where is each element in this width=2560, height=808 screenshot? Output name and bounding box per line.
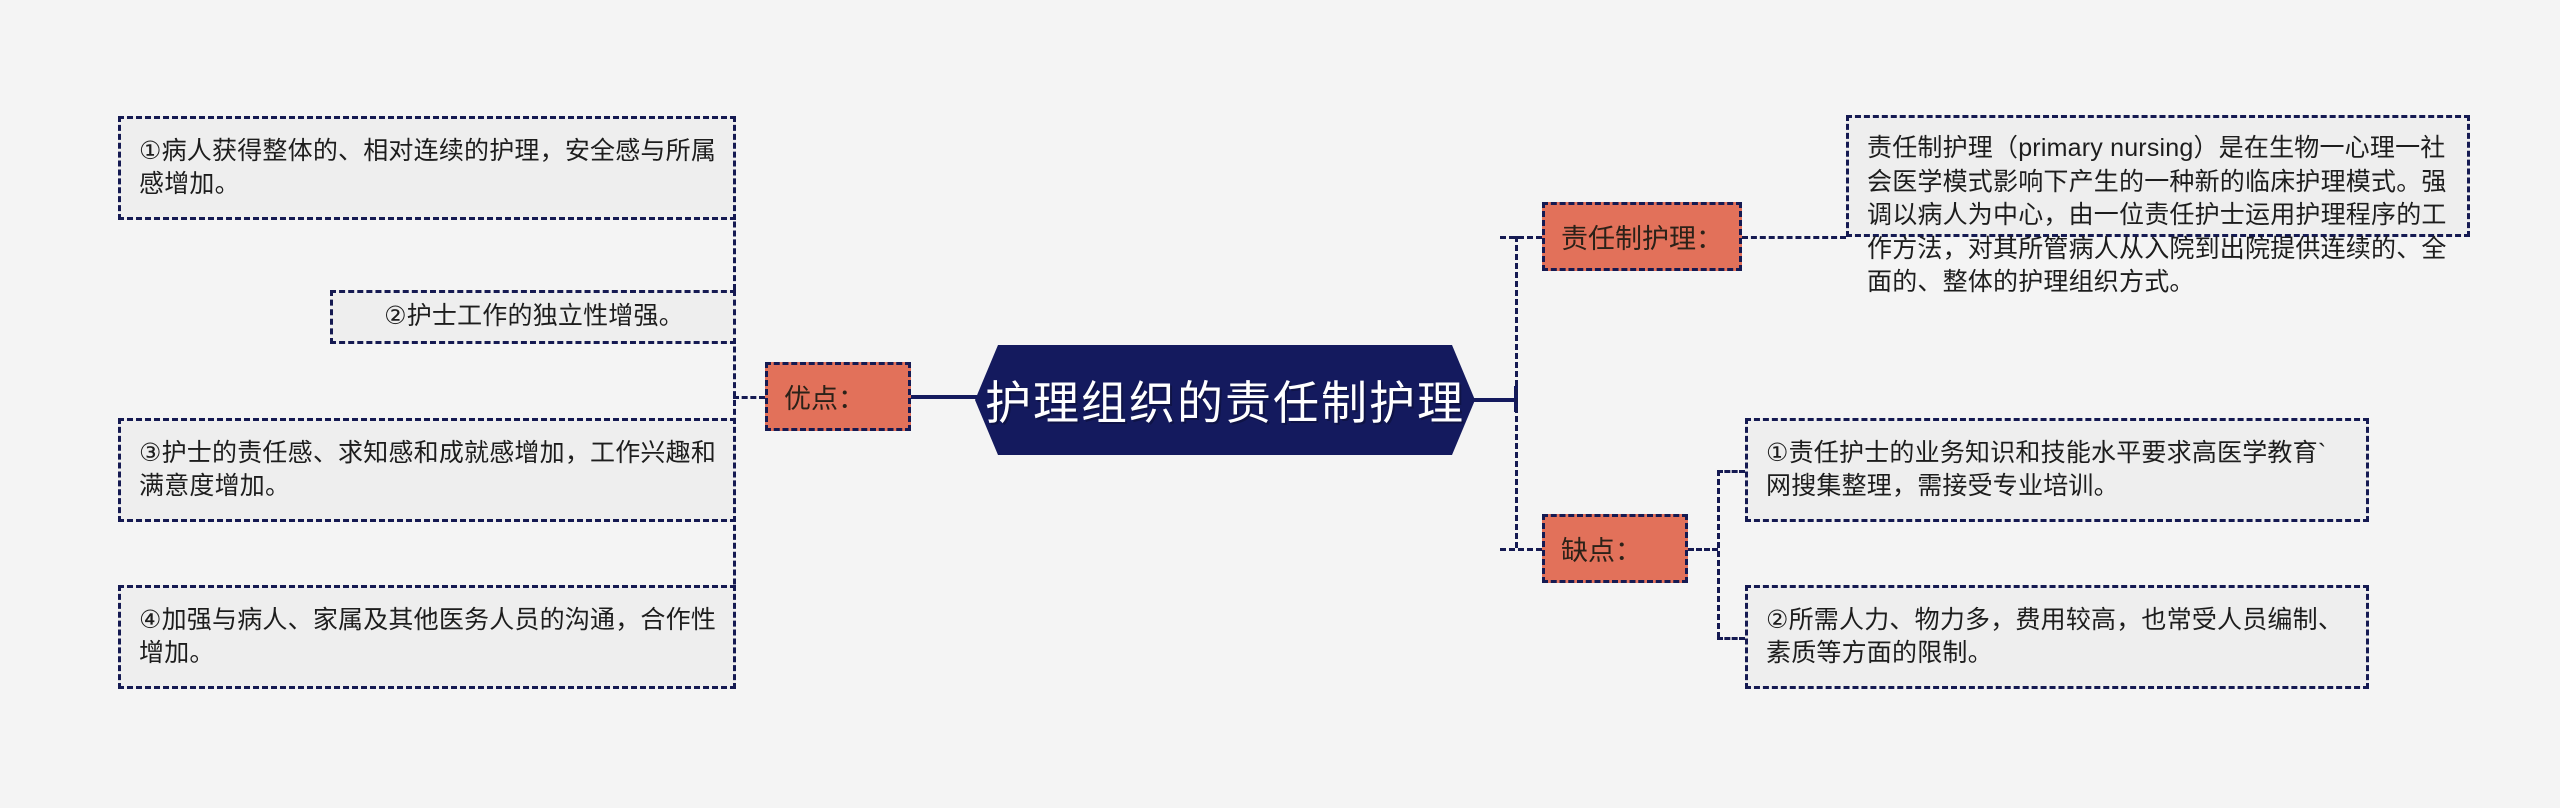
center-node[interactable]: 护理组织的责任制护理: [975, 345, 1475, 455]
category-definition[interactable]: 责任制护理：: [1542, 202, 1742, 271]
leaf-advantage-4: ④加强与病人、家属及其他医务人员的沟通，合作性增加。: [118, 585, 736, 689]
drawbacks-stub-1: [1717, 470, 1745, 473]
drawbacks-stub-2: [1717, 637, 1745, 640]
category-definition-label: 责任制护理：: [1561, 224, 1723, 254]
page-title: 护理组织的责任制护理: [985, 377, 1465, 429]
leaf-advantage-1-text: ①病人获得整体的、相对连续的护理，安全感与所属感增加。: [139, 136, 717, 199]
category-advantages[interactable]: 优点：: [765, 362, 911, 431]
right-center-connector: [1468, 398, 1518, 402]
leaf-drawback-2-text: ②所需人力、物力多，费用较高，也常受人员编制、素质等方面的限制。: [1766, 605, 2344, 668]
leaf-drawback-1: ①责任护士的业务知识和技能水平要求高医学教育`网搜集整理，需接受专业培训。: [1745, 418, 2369, 522]
leaf-advantage-4-text: ④加强与病人、家属及其他医务人员的沟通，合作性增加。: [139, 605, 717, 668]
category-advantages-label: 优点：: [784, 384, 865, 414]
leaf-drawback-1-text: ①责任护士的业务知识和技能水平要求高医学教育`网搜集整理，需接受专业培训。: [1766, 438, 2327, 501]
right-stub-drawbacks: [1500, 548, 1542, 551]
category-drawbacks[interactable]: 缺点：: [1542, 514, 1688, 583]
category-drawbacks-label: 缺点：: [1561, 536, 1642, 566]
left-center-connector: [903, 395, 981, 399]
left-spine: [733, 168, 736, 638]
definition-connector: [1742, 236, 1846, 239]
leaf-advantage-3: ③护士的责任感、求知感和成就感增加，工作兴趣和满意度增加。: [118, 418, 736, 522]
leaf-drawback-2: ②所需人力、物力多，费用较高，也常受人员编制、素质等方面的限制。: [1745, 585, 2369, 689]
right-stub-definition: [1500, 236, 1542, 239]
leaf-advantage-2-text: ②护士工作的独立性增强。: [384, 302, 684, 331]
right-spine: [1515, 236, 1518, 548]
left-category-connector: [733, 396, 765, 399]
leaf-advantage-2: ②护士工作的独立性增强。: [330, 290, 736, 344]
leaf-advantage-3-text: ③护士的责任感、求知感和成就感增加，工作兴趣和满意度增加。: [139, 438, 717, 501]
leaf-definition-text: 责任制护理（primary nursing）是在生物一心理一社会医学模式影响下产…: [1867, 134, 2447, 296]
drawbacks-spine: [1717, 470, 1720, 638]
leaf-definition: 责任制护理（primary nursing）是在生物一心理一社会医学模式影响下产…: [1846, 115, 2470, 296]
leaf-advantage-1: ①病人获得整体的、相对连续的护理，安全感与所属感增加。: [118, 116, 736, 220]
drawbacks-category-connector: [1688, 548, 1718, 551]
